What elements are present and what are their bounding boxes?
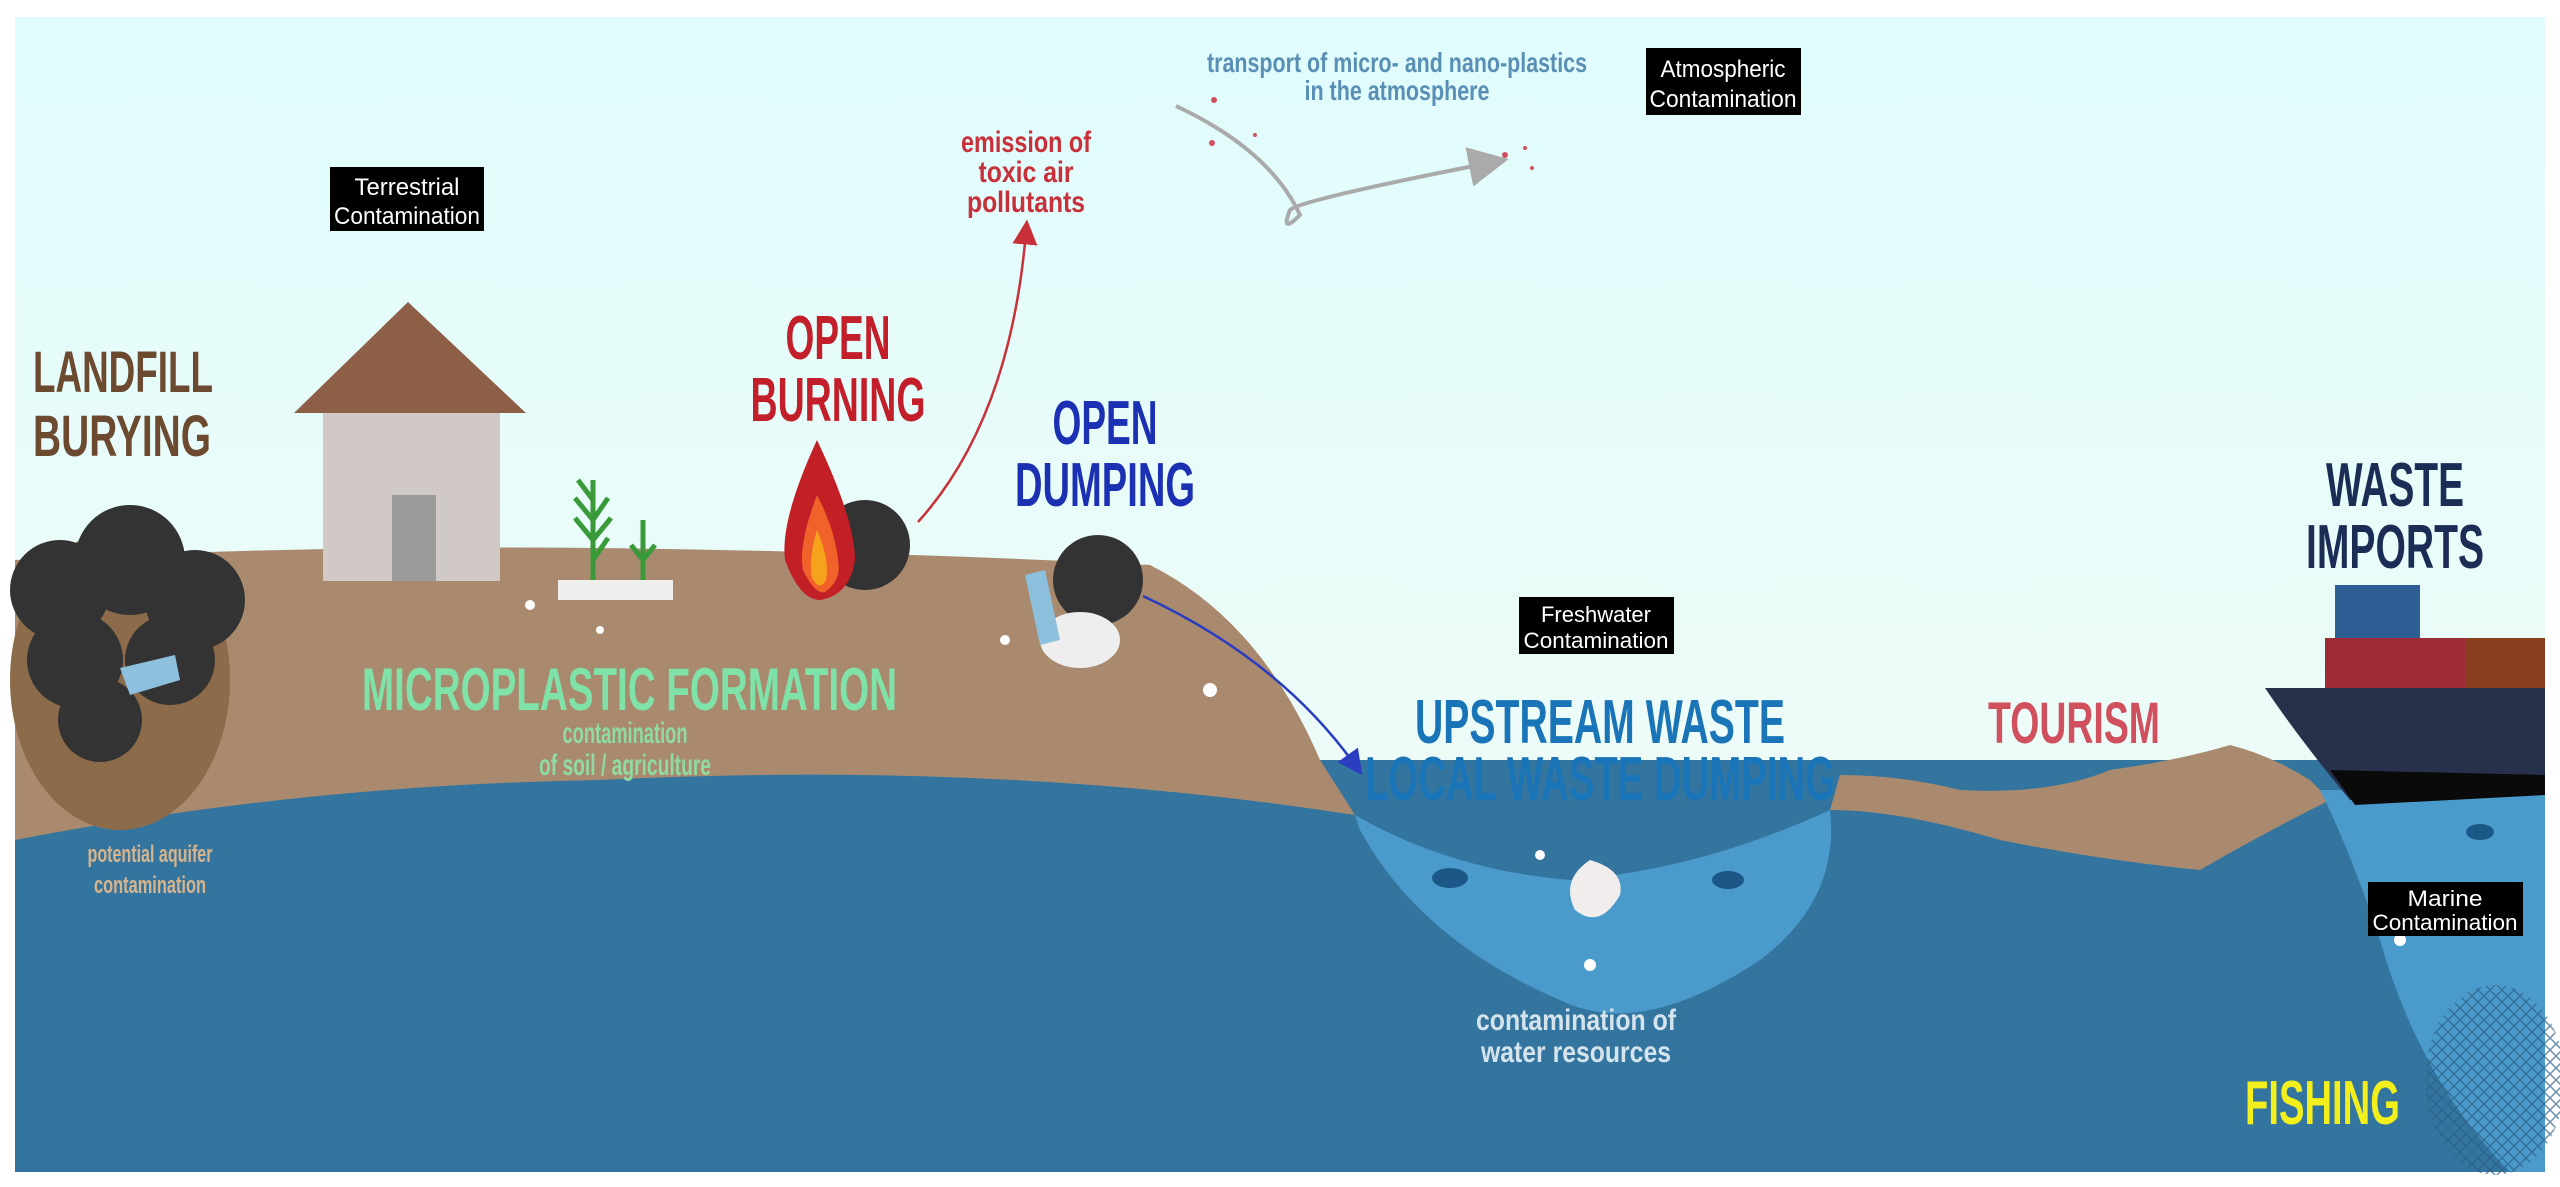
landfill-line2: BURYING	[33, 404, 211, 469]
right-ground	[1830, 745, 2330, 870]
tag-atmospheric-contamination: Atmospheric Contamination	[1646, 48, 1801, 115]
emission-line2: toxic air	[979, 156, 1074, 189]
tag-marine-contamination: Marine Contamination	[2368, 882, 2523, 936]
tag-terrestrial-contamination: Terrestrial Contamination	[330, 167, 484, 231]
label-aquifer: potential aquifer contamination	[88, 841, 213, 899]
label-waste-imports: WASTE IMPORTS	[2306, 451, 2484, 582]
tag-atmospheric-line1: Atmospheric	[1661, 56, 1786, 83]
tag-freshwater-line1: Freshwater	[1541, 602, 1651, 627]
tag-marine-line2: Contamination	[2373, 910, 2518, 935]
water-resources-line1: contamination of	[1476, 1004, 1677, 1037]
label-soil-contamination: contamination of soil / agriculture	[539, 717, 711, 782]
label-emission: emission of toxic air pollutants	[961, 126, 1092, 219]
emission-line1: emission of	[961, 126, 1092, 159]
emission-arrow	[917, 219, 1038, 523]
aquifer-line2: contamination	[94, 872, 206, 899]
fire-core-icon	[810, 530, 827, 586]
label-fishing: FISHING	[2245, 1069, 2400, 1138]
burning-line1: OPEN	[786, 304, 891, 373]
aquifer-line1: potential aquifer	[88, 841, 213, 868]
house-roof	[294, 302, 526, 413]
burning-bag-icon	[820, 500, 910, 590]
label-landfill-burying: LANDFILL BURYING	[33, 340, 213, 469]
plastic-bottle-icon	[120, 655, 180, 695]
upstream-line2: LOCAL WASTE DUMPING	[1365, 745, 1835, 814]
label-upstream-waste: UPSTREAM WASTE LOCAL WASTE DUMPING	[1365, 688, 1835, 814]
soil-line2: of soil / agriculture	[539, 749, 711, 782]
house-door	[392, 495, 436, 581]
dumping-bag-icon	[1053, 535, 1143, 625]
imports-line2: IMPORTS	[2306, 513, 2484, 582]
aquifer-water	[15, 779, 1355, 1172]
tag-atmospheric-line2: Contamination	[1650, 86, 1797, 113]
transport-line1: transport of micro- and nano-plastics	[1207, 47, 1587, 78]
tag-terrestrial-line2: Contamination	[334, 203, 480, 230]
emission-line3: pollutants	[967, 186, 1085, 219]
tag-freshwater-line2: Contamination	[1524, 628, 1669, 653]
landfill-mound	[10, 530, 230, 830]
burning-line2: BURNING	[751, 366, 926, 435]
label-open-dumping: OPEN DUMPING	[1015, 389, 1195, 520]
label-open-burning: OPEN BURNING	[751, 304, 926, 435]
atmosphere-transport-arrow	[1175, 104, 1509, 226]
fishing-net	[2425, 985, 2560, 1175]
house-wall	[323, 413, 500, 581]
upstream-line1: UPSTREAM WASTE	[1415, 688, 1785, 757]
dumping-arrow	[1142, 594, 1363, 776]
dumping-line1: OPEN	[1053, 389, 1158, 458]
label-microplastic-formation: MICROPLASTIC FORMATION	[362, 656, 897, 723]
container-red	[2325, 638, 2465, 688]
fish-icons	[1432, 824, 2494, 889]
airborne-particles	[1209, 97, 1534, 170]
label-tourism: TOURISM	[1988, 691, 2160, 756]
imports-line1: WASTE	[2326, 451, 2464, 520]
bottle-icon	[1025, 570, 1060, 645]
dumping-line2: DUMPING	[1015, 451, 1195, 520]
tag-terrestrial-line1: Terrestrial	[355, 174, 460, 201]
plant-icon	[573, 478, 657, 590]
plastic-bag-in-water-icon	[1570, 860, 1621, 918]
label-transport: transport of micro- and nano-plastics in…	[1207, 47, 1587, 106]
label-water-resources: contamination of water resources	[1476, 1004, 1677, 1069]
ship-waterline	[2330, 770, 2545, 805]
landfill-line1: LANDFILL	[33, 340, 213, 405]
tag-freshwater-contamination: Freshwater Contamination	[1519, 597, 1674, 654]
ship-hull	[2265, 688, 2545, 800]
container-blue	[2335, 585, 2420, 640]
lake	[1355, 810, 1832, 1014]
fire-icon	[784, 440, 855, 600]
deep-water	[15, 760, 2545, 1172]
white-bag-icon	[1040, 612, 1120, 668]
soil-bed	[558, 580, 673, 600]
garbage-bags-landfill	[10, 505, 245, 762]
soil-line1: contamination	[563, 717, 688, 750]
transport-line2: in the atmosphere	[1305, 75, 1490, 106]
container-brown	[2465, 638, 2545, 688]
tag-marine-line1: Marine	[2408, 886, 2483, 911]
fire-inner-icon	[801, 495, 839, 593]
water-resources-line2: water resources	[1480, 1036, 1671, 1069]
